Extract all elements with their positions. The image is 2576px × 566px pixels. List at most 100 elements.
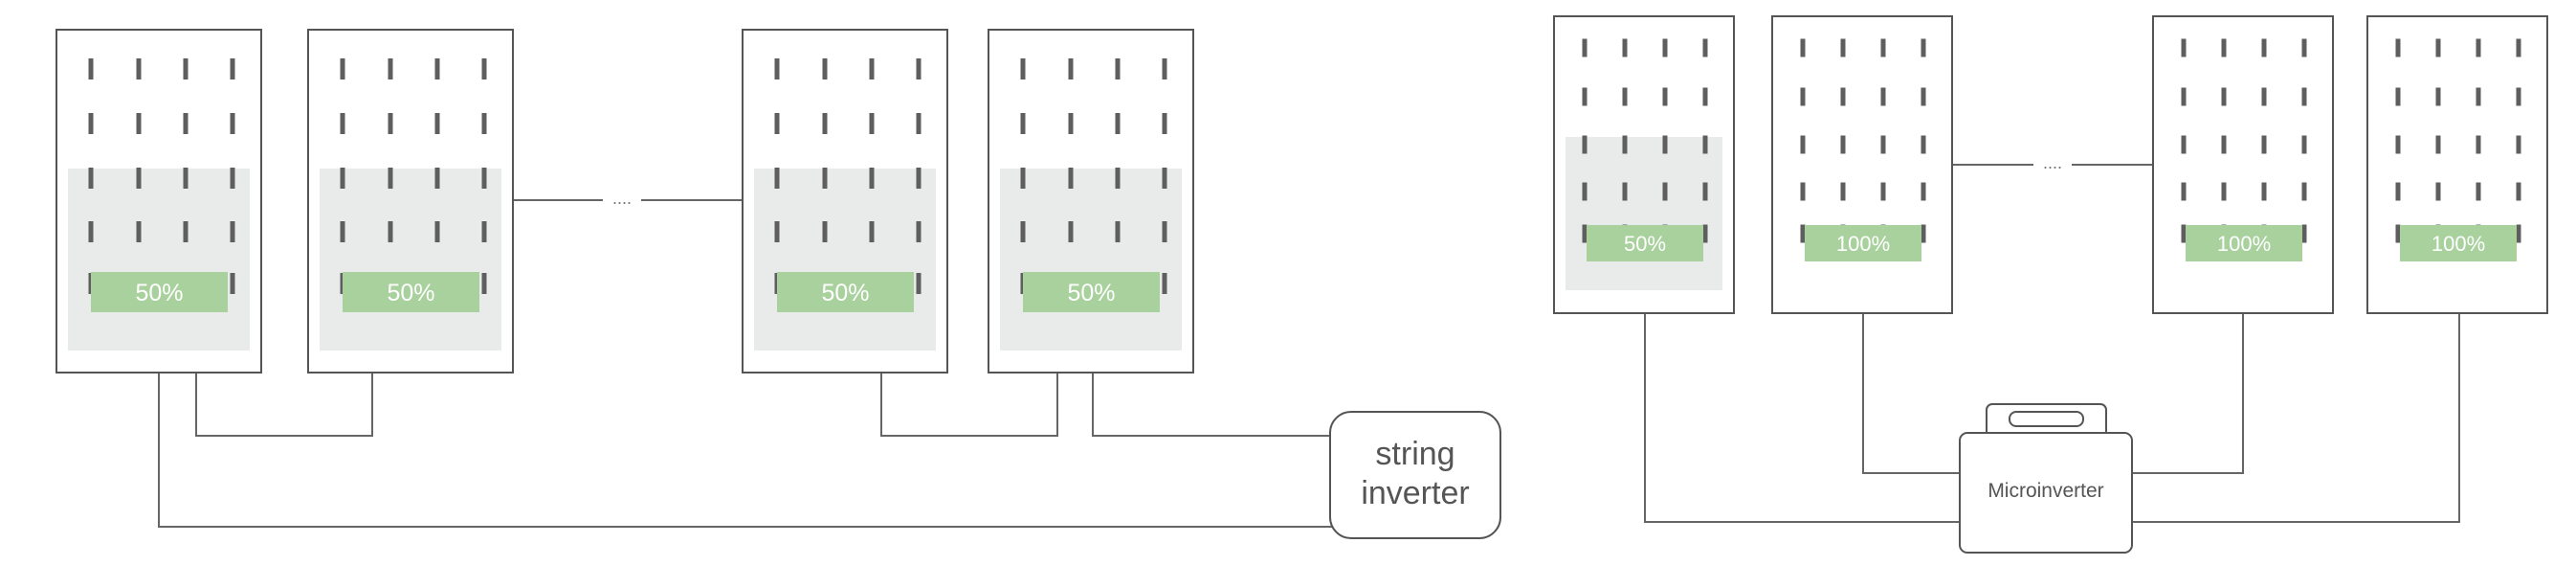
- cell-mark: [2261, 135, 2267, 154]
- string-output-label: 50%: [135, 280, 183, 306]
- cell-mark: [1840, 38, 1846, 57]
- cell-mark: [88, 113, 94, 134]
- cell-mark: [1800, 224, 1806, 243]
- micro-gap-dots-wrap: ....: [2033, 153, 2072, 174]
- cell-mark: [1068, 58, 1074, 79]
- cell-mark: [1622, 135, 1628, 154]
- cell-mark: [230, 168, 235, 189]
- cell-mark: [774, 113, 780, 134]
- cell-mark: [481, 168, 487, 189]
- cell-mark: [2261, 38, 2267, 57]
- cell-mark: [136, 221, 142, 242]
- cell-mark: [2181, 224, 2187, 243]
- cell-mark: [2221, 38, 2227, 57]
- cell-mark: [230, 113, 235, 134]
- cell-mark: [774, 221, 780, 242]
- cell-mark: [822, 168, 828, 189]
- micro-output-badge: [2186, 225, 2302, 261]
- cell-mark: [2181, 87, 2187, 106]
- cell-mark: [1880, 38, 1886, 57]
- cell-mark: [340, 168, 345, 189]
- cell-mark: [2261, 87, 2267, 106]
- cell-mark: [2435, 182, 2441, 201]
- cell-mark: [1921, 224, 1926, 243]
- cell-mark: [1880, 135, 1886, 154]
- microinverter-system: .... 50%100%100%100% Microinverter: [1553, 15, 2548, 554]
- string-panel-1: 50%: [56, 29, 262, 374]
- cell-mark: [1702, 182, 1708, 201]
- cell-mark: [481, 273, 487, 294]
- string-panel-3: 50%: [742, 29, 948, 374]
- string-output-label: 50%: [821, 280, 869, 306]
- cell-mark: [340, 221, 345, 242]
- cell-mark: [434, 113, 440, 134]
- cell-mark: [1800, 182, 1806, 201]
- cell-mark: [774, 168, 780, 189]
- micro-output-badge: [1587, 225, 1703, 261]
- string-output-badge: [1023, 272, 1160, 312]
- micro-output-badge: [1805, 225, 1921, 261]
- cell-mark: [1162, 113, 1167, 134]
- cell-mark: [1840, 182, 1846, 201]
- cell-mark: [2181, 38, 2187, 57]
- cell-mark: [916, 168, 922, 189]
- cell-mark: [1622, 182, 1628, 201]
- cell-mark: [434, 221, 440, 242]
- cell-mark: [340, 113, 345, 134]
- micro-panel-3: 100%: [2152, 15, 2334, 314]
- string-wire-p3-p4: [880, 373, 1058, 437]
- cell-mark: [2181, 135, 2187, 154]
- cell-mark: [88, 168, 94, 189]
- microinverter-handle-slot: [2009, 411, 2084, 427]
- cell-mark: [2435, 38, 2441, 57]
- cell-mark: [388, 113, 393, 134]
- cell-mark: [1068, 113, 1074, 134]
- cell-mark: [1115, 168, 1121, 189]
- cell-mark: [1068, 221, 1074, 242]
- cell-mark: [136, 168, 142, 189]
- string-inverter: string inverter: [1329, 411, 1501, 539]
- cell-mark: [2516, 38, 2521, 57]
- string-wiring: [158, 199, 1332, 528]
- cell-mark: [2395, 87, 2401, 106]
- cell-mark: [916, 221, 922, 242]
- cell-mark: [2476, 87, 2481, 106]
- string-panel-shade: [68, 169, 250, 351]
- cell-mark: [1020, 58, 1026, 79]
- cell-mark: [1921, 135, 1926, 154]
- cell-mark: [183, 58, 189, 79]
- micro-panel-1: 50%: [1553, 15, 1735, 314]
- micro-panel-shade: [1566, 137, 1722, 290]
- cell-mark: [2301, 224, 2307, 243]
- cell-mark: [340, 58, 345, 79]
- cell-mark: [2395, 38, 2401, 57]
- cell-mark: [88, 58, 94, 79]
- cell-mark: [1162, 221, 1167, 242]
- cell-mark: [481, 113, 487, 134]
- string-panel-shade: [754, 169, 936, 351]
- cell-mark: [2221, 135, 2227, 154]
- string-output-badge: [91, 272, 228, 312]
- string-panel-shade: [320, 169, 501, 351]
- string-panel-4: 50%: [988, 29, 1194, 374]
- micro-panel-frame: [1771, 15, 1953, 314]
- micro-output-badge: [2400, 225, 2517, 261]
- cell-mark: [1800, 38, 1806, 57]
- cell-mark: [2476, 135, 2481, 154]
- cell-mark: [136, 58, 142, 79]
- cell-mark: [2395, 224, 2401, 243]
- cell-mark: [2516, 224, 2521, 243]
- cell-mark: [1162, 58, 1167, 79]
- cell-mark: [2221, 182, 2227, 201]
- cell-mark: [1582, 224, 1588, 243]
- string-inverter-system: .... 50%50%50%50% string inverter: [56, 29, 1501, 539]
- cell-mark: [1880, 87, 1886, 106]
- cell-mark: [2221, 87, 2227, 106]
- microinverter-label: Microinverter: [1988, 480, 2103, 502]
- cell-mark: [1582, 87, 1588, 106]
- cell-mark: [481, 221, 487, 242]
- string-inverter-box: [1329, 411, 1501, 539]
- cell-mark: [1115, 221, 1121, 242]
- string-panels: 50%50%50%50%: [56, 29, 1194, 374]
